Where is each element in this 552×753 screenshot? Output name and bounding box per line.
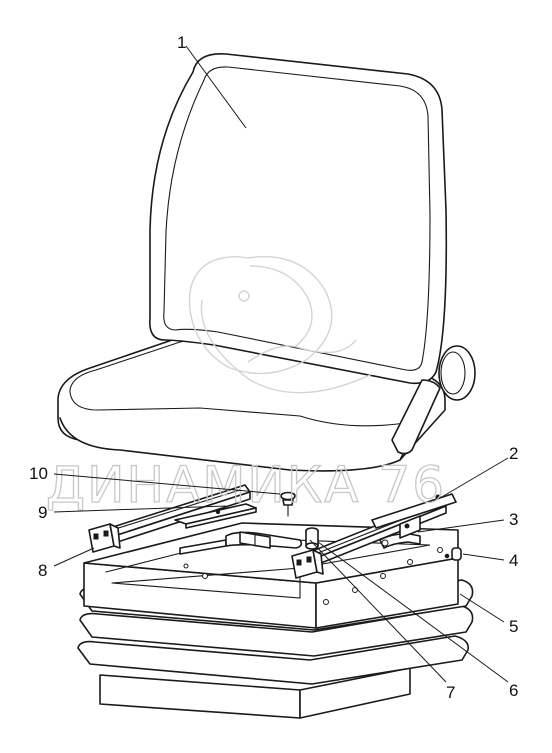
mounting-plate: [174, 503, 257, 529]
side-knob: [444, 547, 462, 561]
callout-10: 10: [29, 464, 48, 483]
recliner-knob: [391, 345, 476, 455]
callout-3: 3: [509, 510, 518, 529]
rail-end-cap-left: [88, 523, 121, 553]
callout-labels: 1 2 3 4 5 6 7 8 9 10: [29, 33, 518, 702]
callout-9: 9: [38, 503, 47, 522]
callout-4: 4: [509, 551, 518, 570]
watermark-text: ДИНАМИКА 76: [46, 456, 446, 514]
latch-block: [371, 493, 457, 539]
callout-1: 1: [177, 33, 186, 52]
rail-end-cap-right: [291, 549, 324, 579]
callout-6: 6: [509, 681, 518, 700]
bolt-and-washer: [280, 491, 319, 550]
callout-7: 7: [446, 683, 455, 702]
callout-2: 2: [509, 444, 518, 463]
seat-backrest: [148, 53, 448, 385]
callout-5: 5: [509, 617, 518, 636]
leader-lines: [53, 45, 509, 683]
watermark: ДИНАМИКА 76: [45, 255, 446, 515]
callout-8: 8: [38, 561, 47, 580]
